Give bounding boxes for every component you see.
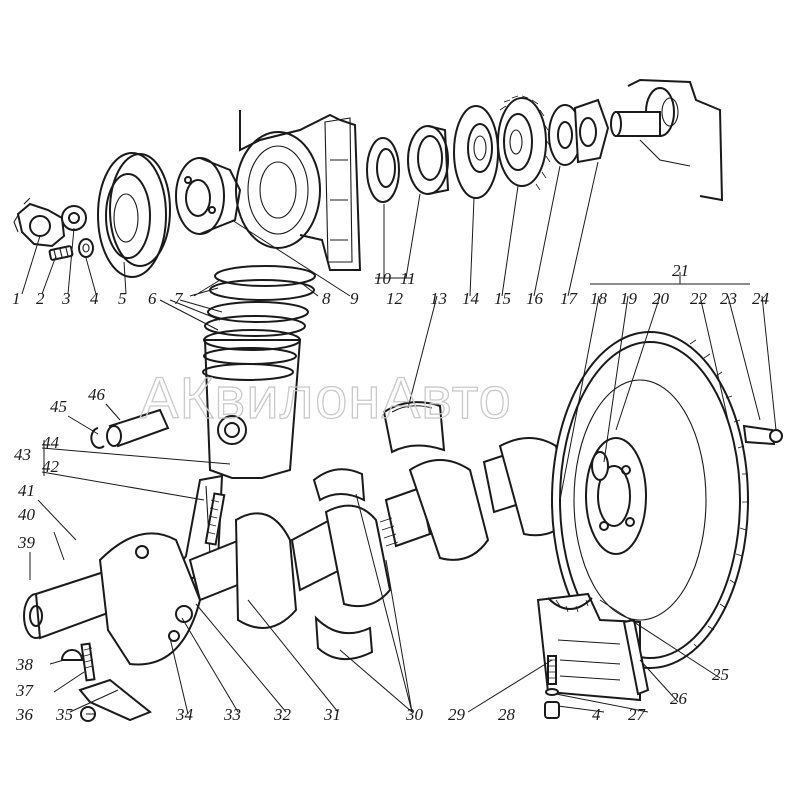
callout-32: 32	[273, 705, 292, 724]
balance-weight-bolt	[168, 605, 193, 642]
callout-6: 6	[148, 289, 157, 308]
callout-14: 14	[462, 289, 480, 308]
callout-4b: 4	[592, 705, 601, 724]
callout-36: 36	[15, 705, 34, 724]
callout-26: 26	[670, 689, 688, 708]
callout-37: 37	[15, 681, 35, 700]
washer	[78, 238, 94, 258]
callout-27: 27	[628, 705, 647, 724]
callout-3: 3	[61, 289, 71, 308]
crankshaft	[23, 437, 606, 666]
oil-seal	[366, 137, 400, 203]
callout-40: 40	[18, 505, 36, 524]
callout-19: 19	[620, 289, 638, 308]
oil-deflector	[453, 105, 499, 199]
callout-9: 9	[350, 289, 359, 308]
callout-25: 25	[712, 665, 729, 684]
callout-23: 23	[720, 289, 737, 308]
watermark: АКвилонАвто	[140, 366, 512, 431]
callout-29: 29	[448, 705, 466, 724]
crankshaft-gear	[497, 95, 551, 191]
crankshaft-front-end	[610, 78, 724, 202]
spacer-ring	[548, 104, 582, 166]
main-bearing-shell-upper	[382, 401, 446, 454]
pulley-hub	[175, 157, 242, 235]
leader-lines	[21, 161, 777, 715]
callout-42: 42	[42, 457, 60, 476]
callout-28: 28	[498, 705, 516, 724]
callout-41: 41	[18, 481, 35, 500]
callout-46: 46	[88, 385, 106, 404]
lock-washer	[61, 205, 87, 231]
piston	[202, 329, 302, 479]
callout-24: 24	[752, 289, 770, 308]
callout-31: 31	[323, 705, 341, 724]
seal-sleeve	[407, 125, 450, 195]
callout-22: 22	[690, 289, 708, 308]
main-bearing-shell	[312, 468, 374, 660]
engine-block-outline	[235, 110, 362, 271]
pin-snap-ring	[90, 427, 105, 449]
callout-10: 10	[374, 269, 392, 288]
woodruff-key	[60, 649, 84, 661]
callout-33: 33	[223, 705, 241, 724]
callout-21: 21	[672, 261, 689, 280]
callout-5: 5	[118, 289, 127, 308]
thrust-washer	[573, 98, 610, 164]
callout-4: 4	[90, 289, 99, 308]
callout-35: 35	[55, 705, 73, 724]
cap-stud	[544, 655, 560, 719]
callout-16: 16	[526, 289, 544, 308]
callout-7: 7	[174, 289, 184, 308]
bolt	[48, 245, 74, 261]
callout-12: 12	[386, 289, 404, 308]
callout-1: 1	[12, 289, 21, 308]
callout-45: 45	[50, 397, 67, 416]
side-seal	[622, 618, 650, 696]
callout-11: 11	[400, 269, 416, 288]
callout-17: 17	[560, 289, 579, 308]
callout-44: 44	[42, 433, 60, 452]
callout-15: 15	[494, 289, 511, 308]
piston-rings	[204, 265, 316, 337]
clutch-bearing	[591, 451, 609, 481]
callout-30: 30	[405, 705, 424, 724]
piston-pin	[106, 408, 170, 448]
crankshaft-pulley	[97, 152, 171, 278]
callout-38: 38	[15, 655, 34, 674]
callout-20: 20	[652, 289, 670, 308]
callout-2: 2	[36, 289, 45, 308]
callout-39: 39	[17, 533, 36, 552]
callout-34: 34	[175, 705, 194, 724]
callout-8: 8	[322, 289, 331, 308]
rear-main-bearing-cap	[536, 592, 641, 702]
main-bearing-cap-bolts	[78, 642, 152, 722]
callout-13: 13	[430, 289, 447, 308]
callout-labels: 1 2 3 4 5 6 7 8 9 10 11 12 13 14 15 16 1…	[12, 261, 770, 724]
callout-43: 43	[14, 445, 31, 464]
flywheel-bolts	[742, 424, 783, 446]
callout-18: 18	[590, 289, 608, 308]
